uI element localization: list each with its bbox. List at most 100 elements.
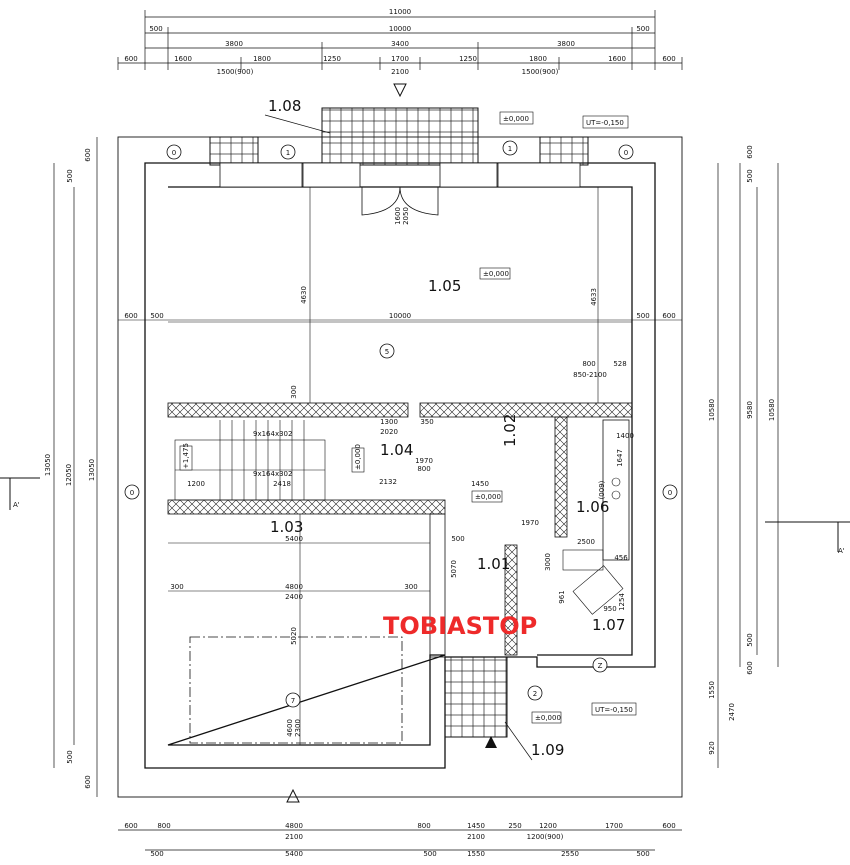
marker-label: 0 (668, 489, 672, 497)
int-dim: 5020 (290, 627, 298, 645)
right-dimensions (717, 163, 779, 768)
left-dim: 13050 (88, 459, 96, 481)
bottom-dim: 1450 (467, 822, 485, 830)
top-dim: 2100 (391, 68, 409, 76)
top-dim: 1250 (459, 55, 477, 63)
marker-label: 7 (291, 697, 295, 705)
top-dim: 500 (636, 25, 649, 33)
top-dim: 1500(900) (522, 68, 559, 76)
windows-top (219, 162, 581, 188)
level-boxes (179, 111, 637, 724)
staircase (174, 420, 326, 501)
int-dim: 4633 (590, 288, 598, 306)
int-dim: 500 (636, 312, 649, 320)
room-label-102: 1.02 (501, 414, 519, 447)
int-dim: 600 (662, 312, 675, 320)
level-top: ±0,000 (503, 115, 529, 123)
left-dimensions (53, 137, 98, 797)
marker-label: 0 (624, 149, 628, 157)
right-dim: 600 (746, 145, 754, 158)
room-label-101: 1.01 (477, 555, 510, 573)
int-dim: 961 (558, 590, 566, 603)
int-dim: 600 (124, 312, 137, 320)
right-dim: 500 (746, 169, 754, 182)
marker-label: Z (598, 662, 603, 670)
right-dim: 500 (746, 633, 754, 646)
level-stair: +1,475 (182, 443, 190, 469)
bottom-dim: 5400 (285, 850, 303, 858)
int-dim: 5400 (285, 535, 303, 543)
view-arrow-icon (393, 83, 407, 98)
top-dim: 1700 (391, 55, 409, 63)
bottom-dim: 2100 (467, 833, 485, 841)
top-dim: 1800 (253, 55, 271, 63)
room-label-105: 1.05 (428, 277, 461, 295)
stair-note-lower: 9x164x302 (253, 470, 292, 478)
marker-label: 0 (172, 149, 176, 157)
interior-dimension-lines (118, 187, 682, 745)
level-ut-top: UT=-0,150 (586, 119, 624, 127)
int-dim: 456 (614, 554, 628, 562)
int-dim: 300 (404, 583, 417, 591)
section-label-left: A' (13, 501, 20, 509)
top-dim: 3800 (225, 40, 243, 48)
kitchen-counter (602, 419, 630, 561)
room-label-108: 1.08 (268, 97, 301, 115)
int-dim: 4800 (285, 583, 303, 591)
top-dim: 3400 (391, 40, 409, 48)
top-dim: 3800 (557, 40, 575, 48)
room-label-109: 1.09 (531, 741, 564, 759)
car-outline (189, 636, 403, 744)
top-dim: 600 (124, 55, 137, 63)
tile-block (209, 136, 259, 166)
int-dim: 800 (582, 360, 595, 368)
level-hall2: ±0,000 (354, 444, 362, 470)
room-label-106: 1.06 (576, 498, 609, 516)
int-dim: 850-2100 (573, 371, 607, 379)
view-arrow-icon (286, 788, 300, 803)
int-dim: 1200 (187, 480, 205, 488)
level-entry: ±0,000 (535, 714, 561, 722)
int-dim: 350 (420, 418, 433, 426)
level-living: ±0,000 (483, 270, 509, 278)
bottom-dim: 1700 (605, 822, 623, 830)
leader-lines (264, 114, 533, 761)
int-dim: 2050 (402, 207, 410, 225)
int-dim: 528 (613, 360, 626, 368)
right-dim: 10580 (708, 399, 716, 421)
tile-block (539, 136, 589, 166)
int-dim: 2132 (379, 478, 397, 486)
top-dimensions (117, 10, 683, 70)
int-dim: 1254 (618, 593, 626, 611)
int-dim: 300 (290, 385, 298, 398)
top-dim: 1500(900) (217, 68, 254, 76)
bottom-dim: 500 (636, 850, 649, 858)
marker-label: 1 (508, 145, 512, 153)
bottom-dim: 2100 (285, 833, 303, 841)
int-dim: 2500 (577, 538, 595, 546)
entry-tiles (444, 656, 508, 738)
room-label-103: 1.03 (270, 518, 303, 536)
bottom-dim: 500 (423, 850, 436, 858)
int-dim: 300 (170, 583, 183, 591)
int-dim: 1600 (394, 207, 402, 225)
bottom-dim: 1200 (539, 822, 557, 830)
left-dim: 500 (66, 169, 74, 182)
hob-icon (611, 490, 621, 500)
left-dim: 600 (84, 775, 92, 788)
top-dim: 1600 (174, 55, 192, 63)
top-dim: 10000 (389, 25, 411, 33)
int-dim: 1450 (471, 480, 489, 488)
bathroom-fixture (562, 549, 604, 571)
top-dim: 500 (149, 25, 162, 33)
int-dim: 1970 (415, 457, 433, 465)
top-dim: 1800 (529, 55, 547, 63)
top-dim: 1600 (608, 55, 626, 63)
bottom-dim: 250 (508, 822, 521, 830)
entrance-tiles (321, 107, 479, 166)
right-dim: 10580 (768, 399, 776, 421)
watermark: TOBIASTOP (383, 612, 537, 640)
top-dim-total: 11000 (389, 8, 411, 16)
circle-markers (124, 140, 678, 708)
